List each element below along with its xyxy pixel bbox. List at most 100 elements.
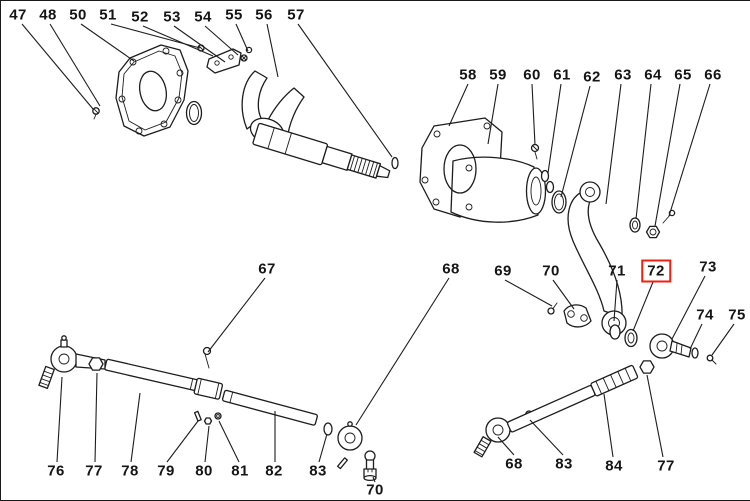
- part-label-63: 63: [614, 66, 632, 84]
- clamp-bolt: [202, 346, 212, 369]
- ball-joint-housing: [649, 333, 692, 359]
- leader-line-72: [632, 281, 654, 332]
- tie-rod-tube-3: [506, 364, 639, 433]
- leader-line-74: [689, 323, 703, 350]
- leader-line-73: [671, 275, 706, 340]
- leader-line-83: [529, 419, 564, 456]
- leader-line-58: [448, 83, 469, 127]
- arm-washer: [609, 324, 621, 340]
- part-label-71: 71: [608, 262, 626, 280]
- steering-housing: [450, 156, 539, 223]
- steering-arm-link: [563, 304, 592, 328]
- leader-line-69: [504, 279, 553, 307]
- part-label-81: 81: [231, 462, 249, 480]
- part-label-77: 77: [85, 462, 103, 480]
- part-label-66: 66: [704, 66, 722, 84]
- part-label-68: 68: [505, 455, 523, 473]
- leader-line-79: [166, 420, 199, 463]
- part-label-53: 53: [163, 8, 181, 26]
- shim-washer-b: [545, 180, 555, 194]
- leader-line-55: [235, 23, 249, 52]
- leader-line-76: [56, 376, 63, 463]
- part-label-47: 47: [9, 6, 27, 24]
- tie-rod-end-right: [337, 421, 363, 451]
- part-label-50: 50: [69, 6, 87, 24]
- part-label-52: 52: [131, 8, 149, 26]
- housing-opening: [443, 144, 477, 194]
- leader-line-57: [297, 23, 393, 158]
- leader-line-47: [21, 23, 94, 110]
- leader-line-67: [207, 277, 266, 353]
- part-label-57: 57: [287, 6, 305, 24]
- leader-line-53: [173, 25, 226, 63]
- left-tie-rod-assembly: [38, 335, 377, 482]
- adjuster-clamp: [193, 377, 224, 400]
- part-label-84: 84: [605, 457, 623, 475]
- part-label-61: 61: [553, 66, 571, 84]
- arm-bushing: [624, 328, 638, 348]
- leader-line-59: [487, 83, 499, 145]
- rod-nut: [88, 357, 104, 371]
- part-label-59: 59: [489, 66, 507, 84]
- joint-washer: [323, 422, 333, 436]
- right-tie-rod-assembly: [473, 302, 717, 458]
- leader-line-60: [531, 83, 536, 146]
- part-label-80: 80: [195, 462, 213, 480]
- part-label-78: 78: [121, 462, 139, 480]
- part-label-82: 82: [265, 462, 283, 480]
- part-label-58: 58: [459, 66, 477, 84]
- leader-line-54: [204, 25, 239, 56]
- shaft-circlip: [391, 156, 399, 170]
- part-label-70: 70: [542, 262, 560, 280]
- part-label-56: 56: [255, 6, 273, 24]
- leader-line-77: [646, 374, 664, 458]
- part-label-79: 79: [157, 462, 175, 480]
- drop-arm-nut: [645, 225, 661, 239]
- leader-line-81: [218, 420, 240, 463]
- cotter-pin: [706, 354, 717, 365]
- leader-line-62: [560, 85, 591, 198]
- leader-line-71: [613, 279, 618, 322]
- leader-line-63: [605, 83, 622, 205]
- plate-opening: [138, 70, 168, 112]
- leader-line-70: [372, 476, 376, 483]
- part-label-83: 83: [309, 462, 327, 480]
- leader-line-68: [497, 436, 515, 456]
- leader-line-56: [266, 23, 279, 78]
- leader-line-84: [603, 393, 614, 458]
- leader-line-52: [142, 25, 214, 57]
- leader-line-64: [635, 83, 652, 220]
- leader-line-83: [318, 433, 328, 463]
- leader-line-50: [80, 23, 135, 62]
- part-label-73: 73: [699, 258, 717, 276]
- rod-nut-2: [639, 360, 655, 374]
- leader-lines: [21, 23, 735, 483]
- tie-rod-end-outer: [473, 417, 511, 458]
- part-label-76: 76: [47, 462, 65, 480]
- tie-rod-tube-2: [221, 389, 318, 426]
- ball-stud-nut: [336, 450, 377, 482]
- part-label-68: 68: [442, 260, 460, 278]
- end-washer: [691, 347, 699, 359]
- leader-line-77: [94, 372, 98, 463]
- leader-line-66: [668, 83, 711, 217]
- part-label-70: 70: [366, 481, 384, 499]
- part-label-72-highlighted: 72: [641, 259, 671, 283]
- drop-arm: [567, 181, 627, 336]
- part-label-54: 54: [194, 8, 212, 26]
- part-label-69: 69: [494, 262, 512, 280]
- part-label-60: 60: [523, 66, 541, 84]
- part-label-48: 48: [39, 6, 57, 24]
- mounting-plate: [115, 44, 189, 137]
- leader-line-70: [552, 279, 575, 310]
- part-label-55: 55: [225, 6, 243, 24]
- shim-washer-a: [540, 169, 550, 183]
- part-label-62: 62: [583, 68, 601, 86]
- steering-shaft-assembly: [92, 44, 399, 179]
- leader-line-80: [204, 425, 210, 463]
- steering-shaft: [252, 122, 391, 179]
- leader-line-68: [355, 277, 450, 426]
- part-label-83: 83: [555, 455, 573, 473]
- grease-fitting: [547, 302, 558, 315]
